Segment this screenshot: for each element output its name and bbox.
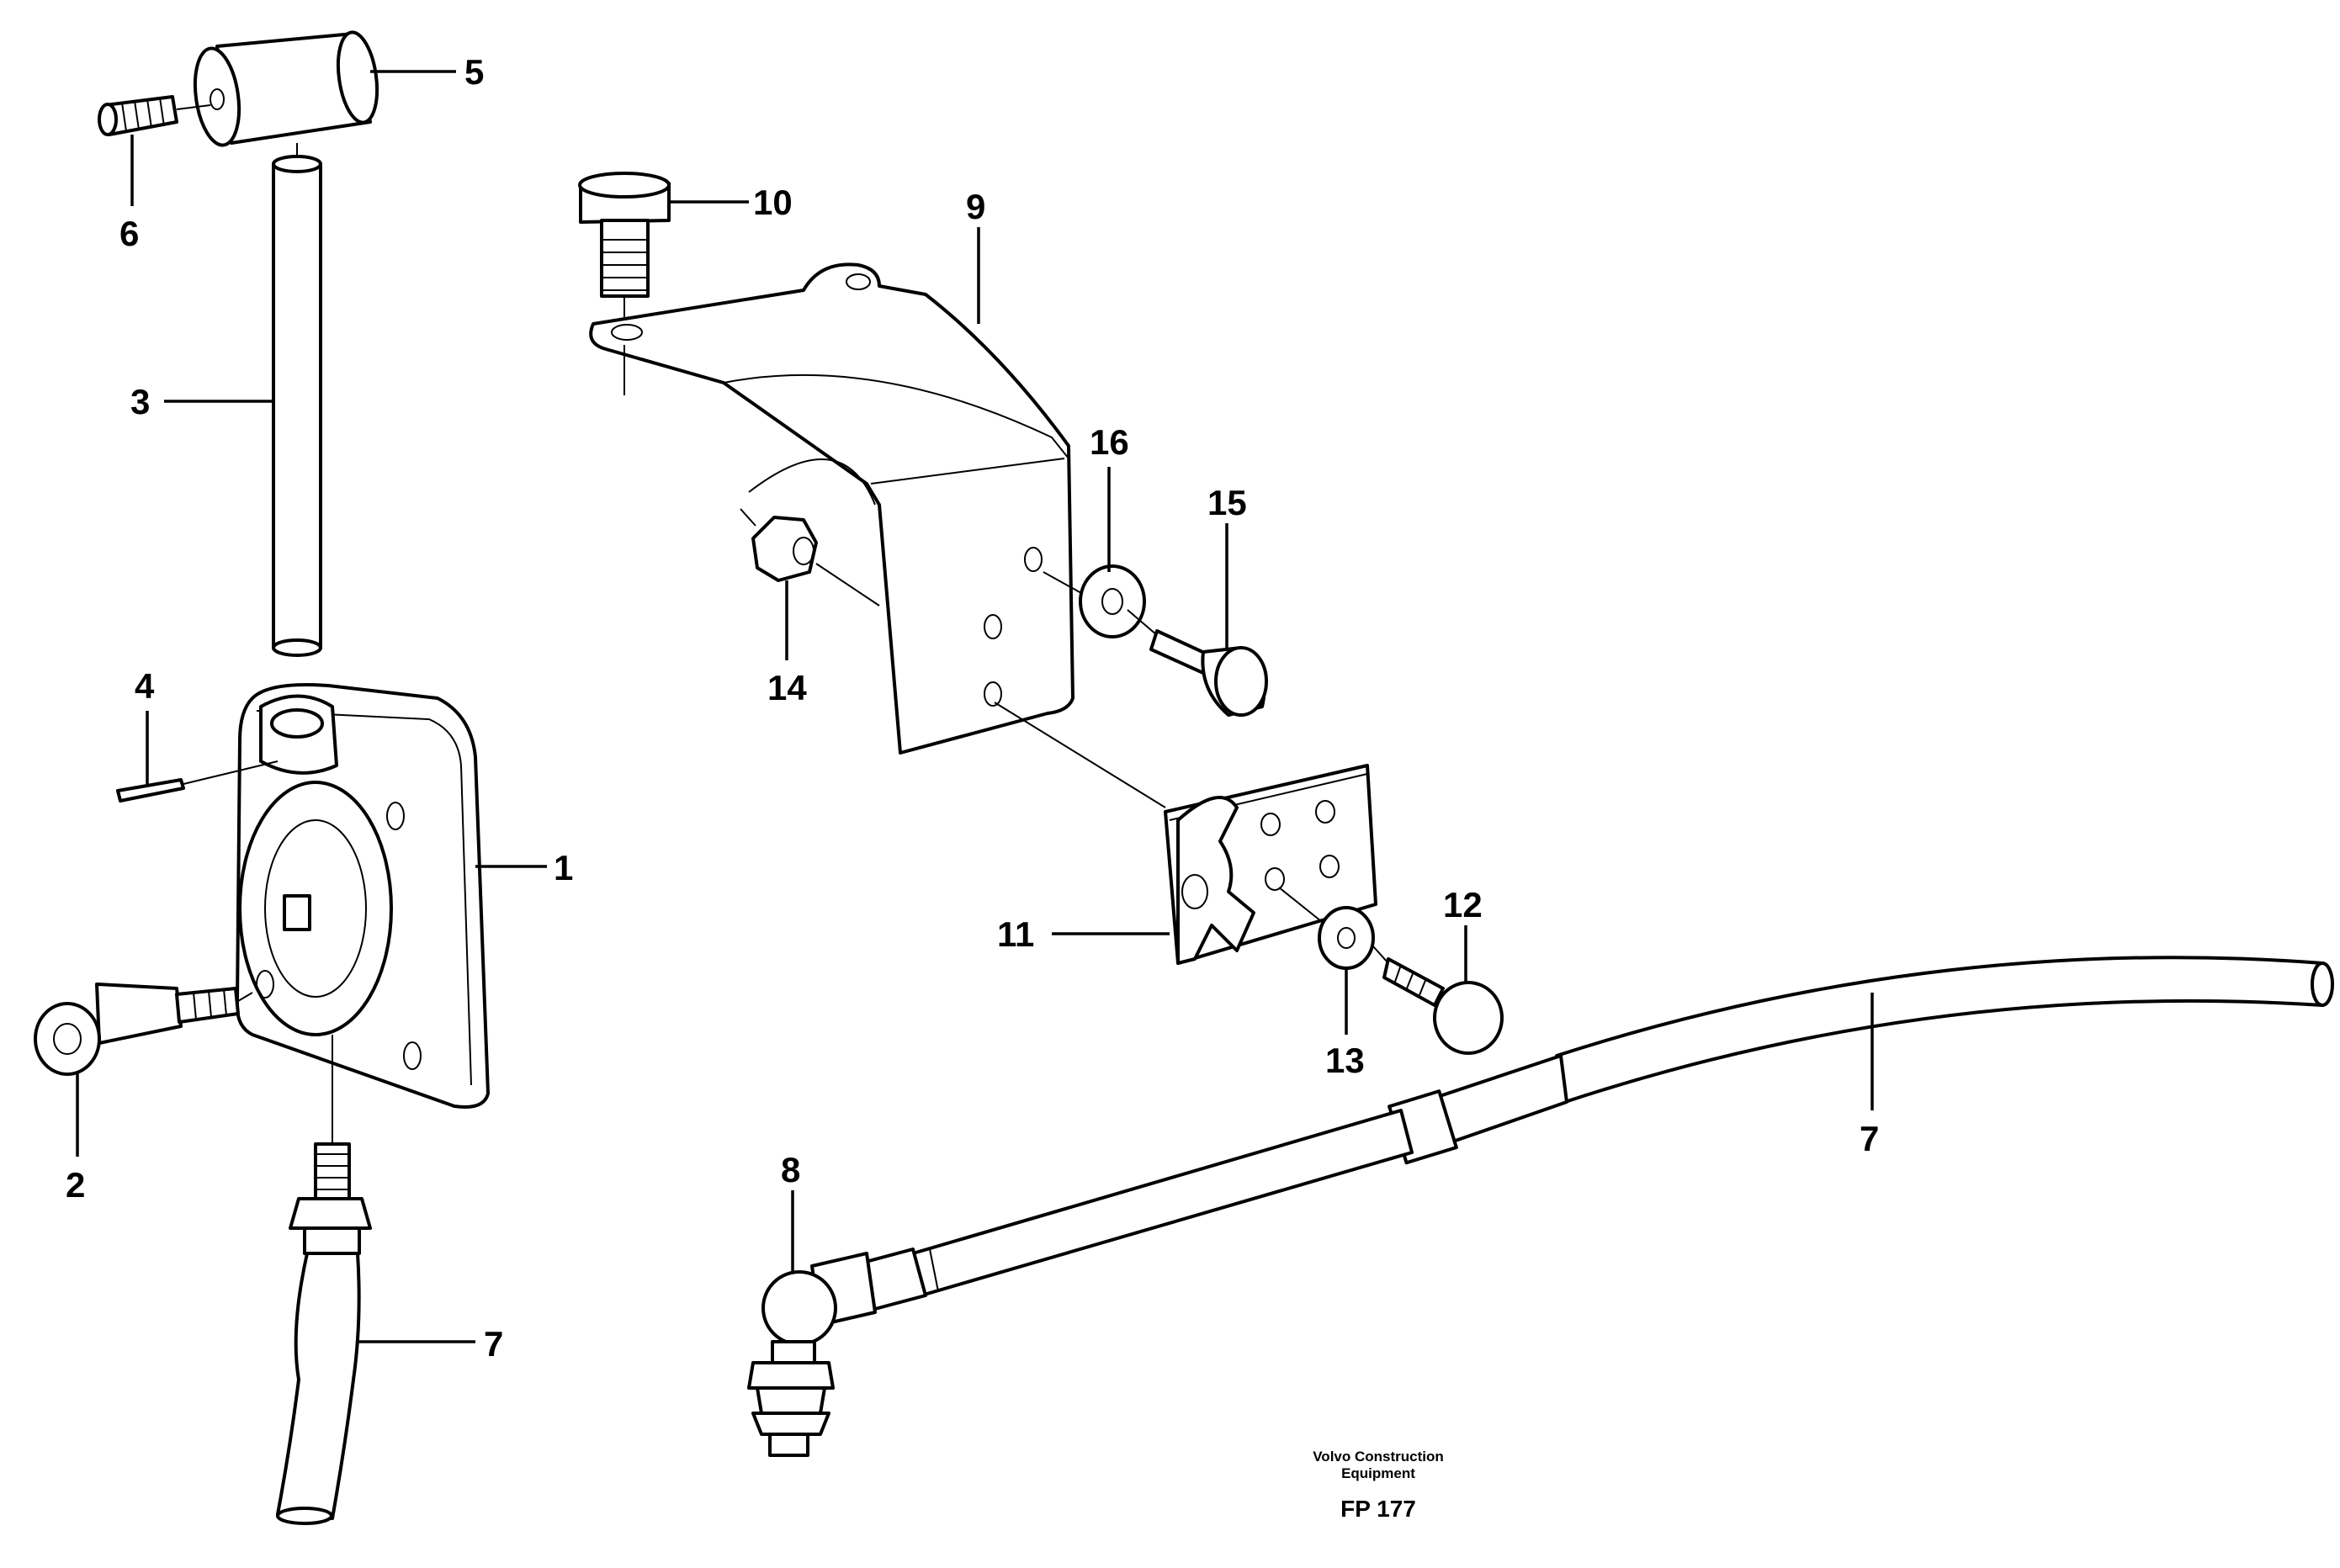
callout-15: 15 xyxy=(1207,483,1247,522)
callout-10: 10 xyxy=(753,183,793,222)
callout-6: 6 xyxy=(119,214,139,253)
callout-13: 13 xyxy=(1325,1041,1365,1080)
bolt-part-10 xyxy=(578,172,671,320)
callout-3: 3 xyxy=(130,382,150,421)
callout-9: 9 xyxy=(966,187,985,226)
nut-part-14 xyxy=(740,508,880,607)
cable-end-left xyxy=(276,1142,372,1525)
caption: Volvo Construction Equipment FP 177 xyxy=(1313,1449,1444,1522)
lever-rod-part-3 xyxy=(272,143,322,657)
callout-7-left: 7 xyxy=(484,1324,503,1364)
bracket-part-9 xyxy=(589,262,1074,755)
washer-part-13 xyxy=(1278,887,1375,970)
housing-part-1 xyxy=(235,683,490,1178)
ball-joint-part-8 xyxy=(747,1252,877,1457)
cap-screw-part-2 xyxy=(34,983,253,1076)
caption-equipment: Equipment xyxy=(1341,1465,1415,1481)
callout-1: 1 xyxy=(554,848,573,887)
leader-lines xyxy=(76,70,1874,1343)
callout-14: 14 xyxy=(767,668,807,707)
callout-numbers: 5 6 3 4 1 2 7 10 9 16 15 14 11 12 13 7 8 xyxy=(66,52,1879,1364)
callout-11: 11 xyxy=(997,914,1034,954)
caption-company: Volvo Construction xyxy=(1313,1449,1444,1465)
washer-part-16 xyxy=(1043,564,1146,638)
callout-7-right: 7 xyxy=(1860,1119,1879,1158)
callout-8: 8 xyxy=(781,1150,800,1189)
bolt-part-12 xyxy=(1372,946,1504,1055)
callout-5: 5 xyxy=(464,52,484,92)
knob-part-5 xyxy=(193,30,379,147)
callout-4: 4 xyxy=(135,666,155,706)
caption-figure-code: FP 177 xyxy=(1340,1496,1416,1522)
pin-part-4 xyxy=(116,760,279,803)
callout-16: 16 xyxy=(1090,422,1129,462)
set-screw-part-6 xyxy=(98,95,211,136)
bolt-part-15 xyxy=(1127,609,1268,717)
callout-2: 2 xyxy=(66,1165,85,1205)
callout-12: 12 xyxy=(1443,885,1483,924)
latch-plate-part-11 xyxy=(994,702,1377,965)
control-cable xyxy=(848,956,2334,1314)
